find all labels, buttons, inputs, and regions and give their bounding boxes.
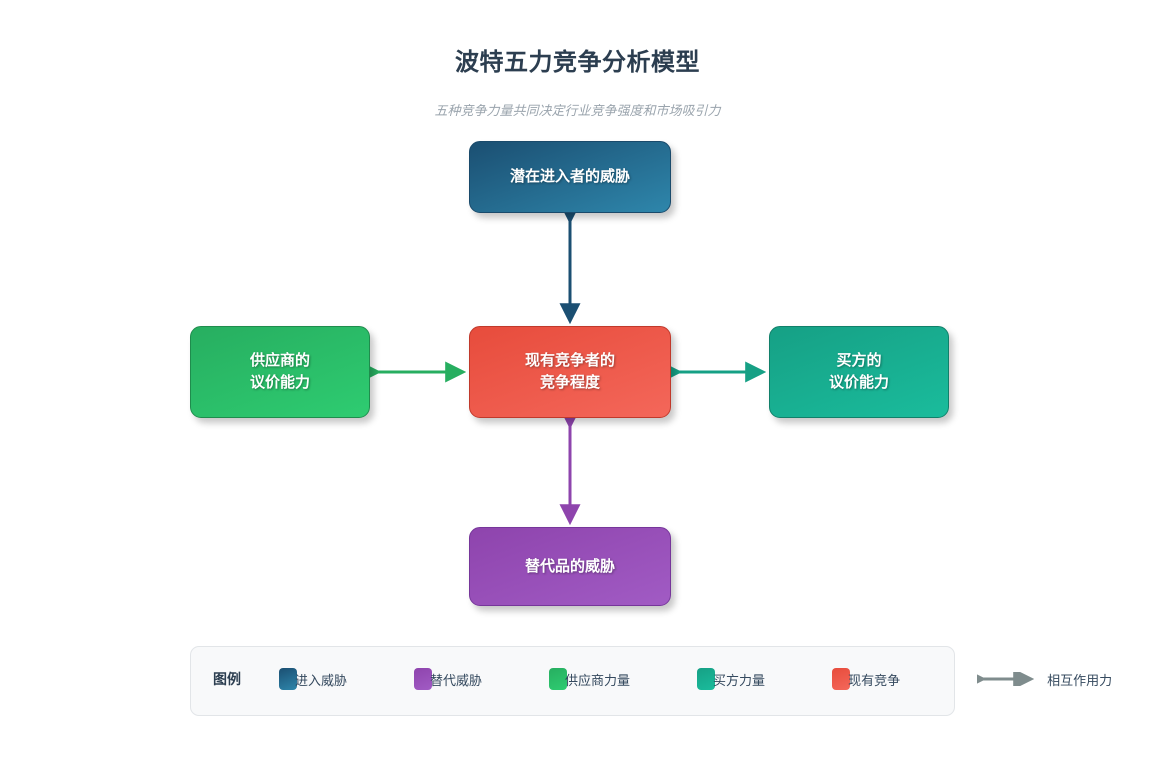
force-box-bargaining-power-of-buyers[interactable]: 买方的 议价能力 (769, 326, 949, 418)
legend-item-substitutes: 替代威胁 (414, 668, 482, 690)
legend-label-buyers: 买方力量 (713, 672, 766, 688)
force-label-entrants: 潜在进入者的威胁 (509, 168, 630, 186)
double-arrow-icon (977, 672, 1035, 686)
force-label-rivalry-line1: 现有竞争者的 (524, 352, 615, 370)
force-box-threat-of-new-entrants[interactable]: 潜在进入者的威胁 (469, 141, 671, 213)
force-box-bargaining-power-of-suppliers[interactable]: 供应商的 议价能力 (190, 326, 370, 418)
legend-item-suppliers: 供应商力量 (549, 668, 630, 690)
legend-swatch-suppliers-icon (549, 668, 568, 690)
legend-label-rivalry: 现有竞争 (848, 672, 901, 688)
force-box-competitive-rivalry[interactable]: 现有竞争者的 竞争程度 (469, 326, 671, 418)
legend-swatch-rivalry-icon (832, 668, 851, 690)
legend-item-entrants: 进入威胁 (279, 668, 347, 690)
legend-title: 图例 (213, 671, 241, 687)
force-label-suppliers-line1: 供应商的 (249, 352, 310, 370)
legend-swatch-buyers-icon (697, 668, 716, 690)
force-label-buyers-line1: 买方的 (836, 352, 882, 370)
force-label-rivalry-line2: 竞争程度 (539, 374, 600, 391)
legend-panel: 图例 进入威胁 替代威胁 供应商力量 买方力量 现有竞争 (190, 646, 1112, 716)
force-label-buyers-line2: 议价能力 (828, 374, 889, 391)
legend-label-substitutes: 替代威胁 (430, 672, 483, 688)
legend-label-suppliers: 供应商力量 (565, 672, 631, 688)
force-label-suppliers-line2: 议价能力 (249, 374, 310, 391)
legend-item-interaction: 相互作用力 (977, 670, 1112, 689)
force-label-substitutes: 替代品的威胁 (524, 557, 615, 575)
page-subtitle: 五种竞争力量共同决定行业竞争强度和市场吸引力 (434, 103, 721, 118)
legend-swatch-entrants-icon (279, 668, 297, 690)
legend-item-buyers: 买方力量 (697, 668, 765, 690)
force-box-threat-of-substitutes[interactable]: 替代品的威胁 (469, 527, 671, 606)
legend-swatch-substitutes-icon (414, 668, 433, 690)
page-title: 波特五力竞争分析模型 (455, 49, 700, 76)
legend-label-interaction: 相互作用力 (1047, 672, 1113, 688)
legend-item-rivalry: 现有竞争 (832, 668, 900, 690)
legend-label-entrants: 进入威胁 (295, 672, 348, 688)
